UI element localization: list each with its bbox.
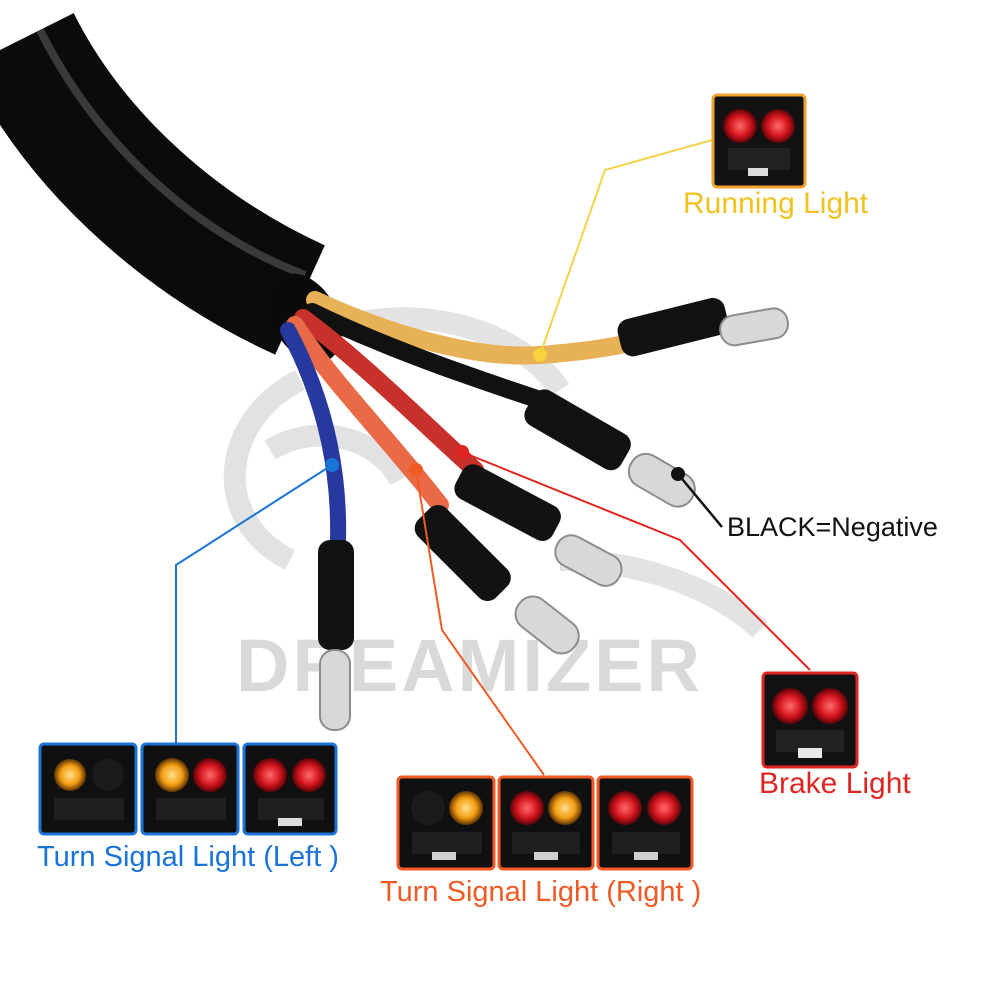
negative-callout-dot [671, 467, 685, 481]
left-turn-photo-3 [242, 742, 338, 836]
right-callout-dot [409, 463, 423, 477]
running-callout-line [539, 139, 713, 356]
yellow-wire [306, 291, 629, 365]
bullet-connectors [319, 307, 789, 731]
left-turn-photo-1 [38, 742, 138, 836]
orange-wire [286, 316, 449, 514]
turn-signal-left-label: Turn Signal Light (Left ) [37, 841, 339, 873]
black-wire [303, 303, 549, 409]
left-callout-line [175, 464, 333, 745]
blue-wire [280, 322, 347, 548]
brake-callout-line [461, 451, 811, 671]
black-negative-label: BLACK=Negative [727, 512, 938, 542]
running-light-label: Running Light [683, 187, 869, 220]
turn-signal-right-label: Turn Signal Light (Right ) [380, 876, 702, 908]
red-wire [294, 309, 484, 479]
left-callout-dot [325, 458, 339, 472]
right-callout-line [415, 469, 545, 776]
right-turn-photo-3 [596, 775, 694, 871]
brake-callout-dot [455, 445, 469, 459]
heat-shrink-sleeves [318, 297, 729, 650]
brake-light-photo [761, 671, 859, 769]
left-turn-photo-2 [140, 742, 240, 836]
right-turn-photo-2 [497, 775, 595, 871]
brake-light-label: Brake Light [759, 767, 911, 800]
negative-callout-line [677, 473, 723, 528]
cable-highlight [36, 28, 307, 279]
running-callout-dot [533, 348, 547, 362]
main-cable [0, 12, 326, 355]
running-light-photo [711, 93, 807, 189]
right-turn-photo-1 [396, 775, 496, 871]
